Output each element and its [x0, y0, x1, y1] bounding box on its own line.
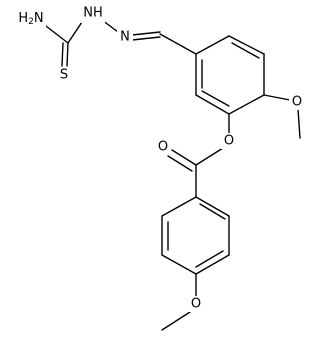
bond-ome-bottom-ch3	[161, 311, 191, 331]
ring1-bond-e-inner	[201, 90, 230, 107]
ring1-bond-e	[195, 94, 230, 115]
ring1-bond-b	[228, 35, 265, 55]
atom-n-imine-label: N	[120, 30, 130, 45]
atom-n-imine: N	[117, 29, 133, 45]
bond-o-c-ester	[195, 147, 224, 166]
ring1-bond-b-inner	[231, 42, 260, 59]
bond-ch-ring	[159, 33, 197, 55]
bond-c-nh2	[41, 22, 69, 44]
ring2-bond-a-inner	[199, 203, 226, 220]
atom-o-ester-label: O	[224, 134, 234, 149]
bonds	[41, 19, 301, 331]
atom-o-methoxy-bottom-label: O	[191, 297, 201, 312]
atom-labels: H2N S NH N O O O O	[16, 5, 305, 312]
ring2-bond-f	[161, 196, 197, 217]
bond-n-ch-2	[131, 36, 161, 41]
atom-o-ester: O	[221, 133, 237, 149]
atom-o-carbonyl-label: O	[158, 140, 168, 155]
ring2-bond-c	[195, 254, 230, 275]
ring2-bond-a	[195, 196, 230, 217]
bond-ring-ome-top	[263, 94, 291, 101]
atom-o-carbonyl: O	[155, 139, 171, 155]
atom-o-methoxy-top-label: O	[292, 95, 302, 110]
atom-o-methoxy-top: O	[289, 94, 305, 110]
bond-c-o-carbonyl-1	[171, 149, 197, 166]
ring2-bond-c-inner	[195, 250, 224, 268]
bond-c-o-carbonyl-2	[167, 155, 193, 172]
bond-c-s-2	[61, 42, 64, 67]
bond-ome-top-ch3	[297, 108, 301, 139]
bond-c-nh	[67, 21, 83, 44]
bond-c-s-1	[66, 42, 69, 67]
ring1-bond-d	[228, 94, 265, 115]
ring2-bond-d	[161, 254, 197, 275]
atom-nh: NH	[81, 5, 105, 23]
atom-o-methoxy-bottom: O	[188, 296, 204, 312]
atom-nh2-label: H2N	[18, 11, 43, 28]
atom-s-label: S	[60, 68, 68, 83]
ring1-bond-a	[195, 35, 230, 55]
atom-s: S	[58, 67, 72, 83]
molecule-structure: H2N S NH N O O O O	[16, 5, 305, 331]
bond-n-ch-1	[131, 31, 161, 36]
atom-nh-label: NH	[83, 6, 103, 21]
atom-nh2: H2N	[16, 10, 46, 30]
